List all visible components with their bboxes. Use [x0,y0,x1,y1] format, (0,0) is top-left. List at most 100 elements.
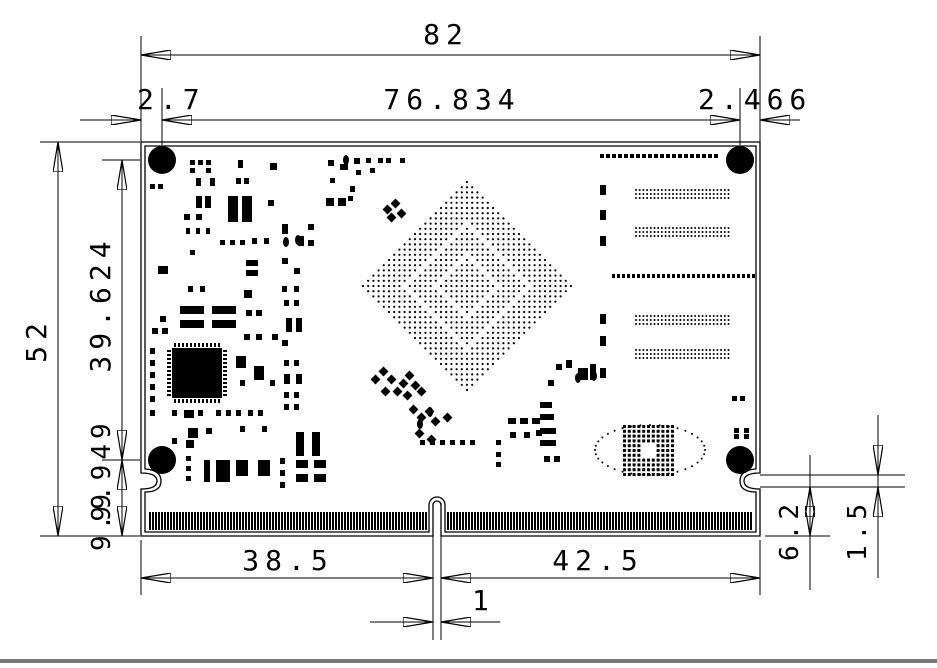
bga-ball [372,279,375,282]
emmc-ring-dot [621,427,624,430]
bga-ball [460,357,463,360]
bga-ball [450,362,453,366]
bga-ball [387,284,391,288]
smd-pad [612,154,616,158]
bga-ball [528,279,531,282]
connector-pin [353,512,355,530]
emmc-ball [627,473,631,476]
bga-ball [507,321,510,324]
smd-pad [752,274,755,278]
emmc-ball [656,425,660,428]
bga-ball [439,243,443,246]
edge-connector [149,512,752,530]
connector-pin [419,512,421,530]
bga-ball [465,336,469,340]
bga-ball [419,326,422,329]
bga-ball [419,336,422,340]
memory-ball [660,189,663,191]
memory-ball [660,315,663,317]
memory-ball [660,323,663,325]
bga-ball [517,253,521,256]
connector-pin [633,512,635,530]
emmc-ball [637,429,641,433]
bga-ball [491,331,495,334]
memory-ball [642,235,645,237]
smd-pad [717,274,720,278]
connector-pin [386,512,388,530]
memory-ball [720,227,723,229]
emmc-ball [623,429,626,433]
memory-ball [642,231,645,233]
connector-pin [693,512,695,530]
memory-ball [716,231,719,233]
bga-ball [528,243,531,246]
bga-ball [382,300,385,303]
connector-pin [170,512,172,530]
memory-ball [635,349,637,351]
bga-ball [523,274,526,277]
memory-ball [649,189,652,191]
memory-ball [675,193,678,195]
bga-ball [372,290,375,293]
bga-ball [408,238,411,241]
bga-ball [471,232,474,236]
bga-ball [455,212,458,215]
bga-ball [471,279,474,282]
bga-ball [413,248,417,251]
bga-ball [450,368,453,371]
bga-ball [543,300,547,303]
bga-ball [486,331,489,334]
smd-part [270,163,277,170]
smd-part [236,356,246,368]
bga-ball [491,305,495,308]
bga-ball [471,274,474,277]
memory-ball [716,353,719,355]
bga-ball [491,316,495,319]
emmc-ring-dot [630,472,633,475]
smd-pad [627,274,630,278]
memory-ball [653,323,656,325]
memory-ball [697,319,700,321]
memory-ball [686,193,689,195]
memory-ball [646,349,649,351]
bga-ball [419,295,422,298]
bga-ball [554,300,557,303]
bga-ball [481,321,484,324]
bga-ball [549,284,552,288]
bga-ball [486,222,489,225]
connector-pin [750,512,752,530]
smd-part [400,158,405,163]
memory-ball [697,353,700,355]
emmc-ball [651,439,655,443]
emmc-ring-dot [658,473,661,476]
bga-ball [502,321,505,324]
bga-ball [538,310,541,314]
memory-ball [668,227,671,229]
emmc-ring-dot [667,472,670,475]
memory-ball [642,353,645,355]
smd-part [544,456,550,462]
bga-ball [455,238,458,241]
emmc-ball [627,425,631,428]
emmc-ball [666,463,670,467]
bga-ball [538,274,541,277]
memory-ball [679,227,682,229]
bga-ball [460,295,463,298]
connector-pin [582,512,584,530]
bga-ball [554,269,557,272]
connector-pin [519,512,521,530]
memory-ball [723,357,726,359]
memory-ball [720,315,723,317]
smd-part [420,440,425,445]
bga-ball [486,232,489,236]
smd-part [252,238,257,244]
memory-ball [638,231,641,233]
bga-ball [419,253,422,256]
connector-pin [594,512,596,530]
smd-pad [660,154,664,158]
bga-ball [445,316,448,319]
bga-ball [455,300,458,303]
bga-ball [507,290,510,293]
bga-ball [450,336,453,340]
bga-ball [543,274,547,277]
